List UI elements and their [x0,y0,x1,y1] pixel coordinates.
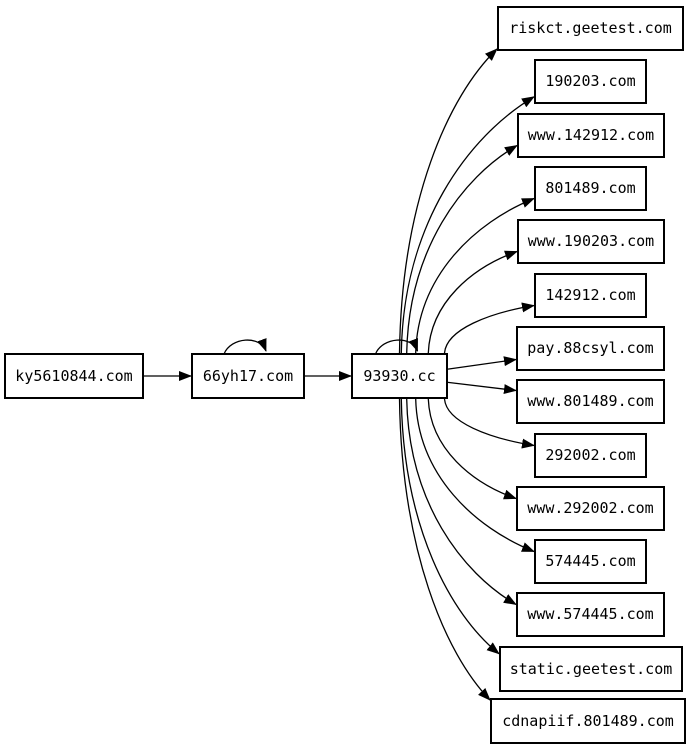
node-label: riskct.geetest.com [509,19,672,37]
graph-node-www_190203_com: www.190203.com [517,219,665,264]
node-label: www.292002.com [527,499,654,517]
node-label: ky5610844.com [15,366,133,385]
graph-node-801489_com: 801489.com [534,166,647,211]
edge-93930_cc-to-801489_com [415,197,535,354]
graph-node-www_801489_com: www.801489.com [516,379,665,424]
graph-node-www_142912_com: www.142912.com [517,113,665,158]
graph-node-574445_com: 574445.com [534,539,647,584]
edge-93930_cc-to-www_801489_com [447,381,517,395]
graph-node-292002_com: 292002.com [534,433,647,478]
edge-93930_cc-to-static_geetest_com [400,398,500,655]
edge-93930_cc-to-190203_com [400,96,535,354]
graph-node-static_geetest_com: static.geetest.com [499,646,683,692]
edge-93930_cc-to-292002_com [443,398,535,449]
edge-93930_cc-to-www_190203_com [427,250,518,354]
graph-node-www_574445_com: www.574445.com [516,592,665,637]
graph-node-www_292002_com: www.292002.com [516,486,665,531]
node-label: pay.88csyl.com [527,339,654,357]
node-label: 93930.cc [363,366,436,385]
graph-node-190203_com: 190203.com [534,59,647,104]
edge-93930_cc-to-pay_88csyl_com [447,356,517,370]
edge-66yh17_com-to-66yh17_com-self-loop [223,338,267,355]
node-label: 190203.com [545,72,636,90]
node-label: www.574445.com [527,605,654,623]
graph-node-142912_com: 142912.com [534,273,647,318]
edge-93930_cc-to-93930_cc-self-loop [374,338,419,355]
node-label: www.142912.com [527,126,655,144]
graph-node-66yh17_com: 66yh17.com [191,353,305,399]
edge-93930_cc-to-142912_com [443,302,535,354]
node-label: 142912.com [545,286,636,304]
edge-93930_cc-to-www_292002_com [427,398,517,500]
node-label: cdnapiif.801489.com [502,711,674,730]
graph-node-cdnapiif_801489_com: cdnapiif.801489.com [490,698,686,744]
node-label: 292002.com [545,446,636,464]
edge-93930_cc-to-riskct_geetest_com [398,48,498,354]
edge-93930_cc-to-cdnapiif_801489_com [398,398,491,701]
graph-node-pay_88csyl_com: pay.88csyl.com [516,326,665,371]
node-label: 801489.com [545,179,636,197]
edge-93930_cc-to-www_142912_com [406,144,518,354]
edge-93930_cc-to-574445_com [415,398,535,553]
node-label: www.190203.com [527,232,655,250]
node-label: www.801489.com [527,392,654,410]
node-label: 574445.com [545,552,636,570]
node-label: static.geetest.com [509,659,673,678]
graph-node-93930_cc: 93930.cc [351,353,448,399]
graph-node-ky5610844_com: ky5610844.com [4,353,144,399]
edge-93930_cc-to-www_574445_com [406,398,517,606]
node-label: 66yh17.com [202,366,294,385]
graph-node-riskct_geetest_com: riskct.geetest.com [497,6,684,51]
